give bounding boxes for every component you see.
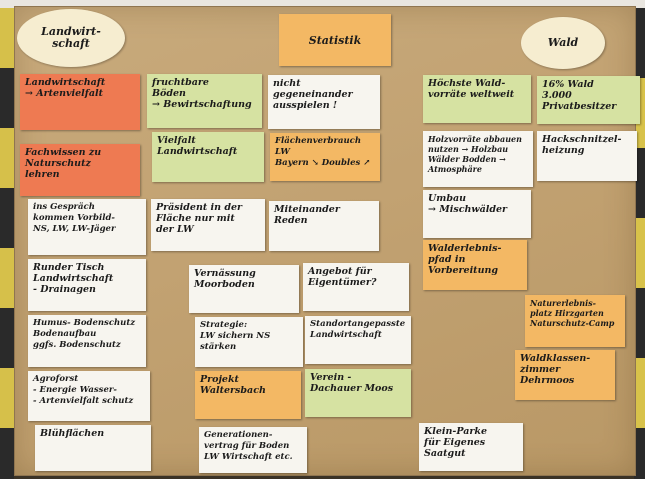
note-card: Klein-Parke für Eigenes Saatgut (419, 423, 523, 471)
note-card: Holzvorräte abbauen nutzen → Holzbau Wäl… (423, 131, 533, 187)
note-card: 16% Wald 3.000 Privatbesitzer (537, 76, 640, 124)
left-post (0, 8, 14, 479)
note-card: Vielfalt Landwirtschaft (152, 132, 264, 182)
note-card: Hackschnitzel- heizung (537, 131, 637, 181)
note-card: Blühflächen (35, 425, 151, 471)
note-card: Fachwissen zu Naturschutz lehren (20, 144, 140, 196)
pinboard: Landwirt- schaft Statistik Wald Landwirt… (14, 6, 640, 476)
note-card: Runder Tisch Landwirtschaft - Drainagen (28, 259, 146, 311)
header-statistik: Statistik (279, 14, 391, 66)
note-card: Standortangepasste Landwirtschaft (305, 316, 411, 364)
note-card: Agroforst - Energie Wasser- - Artenvielf… (28, 371, 150, 421)
note-card: ins Gespräch kommen Vorbild- NS, LW, LW-… (28, 199, 146, 255)
note-card: Präsident in der Fläche nur mit der LW (151, 199, 265, 251)
note-card: fruchtbare Böden → Bewirtschaftung (147, 74, 262, 128)
note-card: Generationen- vertrag für Boden LW Wirts… (199, 427, 307, 473)
note-card: nicht gegeneinander ausspielen ! (268, 75, 380, 129)
note-card: Vernässung Moorboden (189, 265, 299, 313)
note-card: Umbau → Mischwälder (423, 190, 531, 238)
note-card: Projekt Waltersbach (195, 371, 301, 419)
note-card: Höchste Wald- vorräte weltweit (423, 75, 531, 123)
note-card: Landwirtschaft → Artenvielfalt (20, 74, 140, 130)
note-card: Verein - Dachauer Moos (305, 369, 411, 417)
header-wald: Wald (521, 17, 605, 69)
right-post (634, 8, 645, 479)
note-card: Angebot für Eigentümer? (303, 263, 409, 311)
note-card: Humus- Bodenschutz Bodenaufbau ggfs. Bod… (28, 315, 146, 367)
note-card: Flächenverbrauch LW Bayern ↘ Doubles ↗ (270, 133, 380, 181)
note-card: Miteinander Reden (269, 201, 379, 251)
note-card: Strategie: LW sichern NS stärken (195, 317, 303, 367)
note-card: Walderlebnis- pfad in Vorbereitung (423, 240, 527, 290)
note-card: Naturerlebnis- platz Hirzgarten Natursch… (525, 295, 625, 347)
note-card: Waldklassen- zimmer Dehrmoos (515, 350, 615, 400)
header-landwirtschaft: Landwirt- schaft (17, 9, 125, 67)
